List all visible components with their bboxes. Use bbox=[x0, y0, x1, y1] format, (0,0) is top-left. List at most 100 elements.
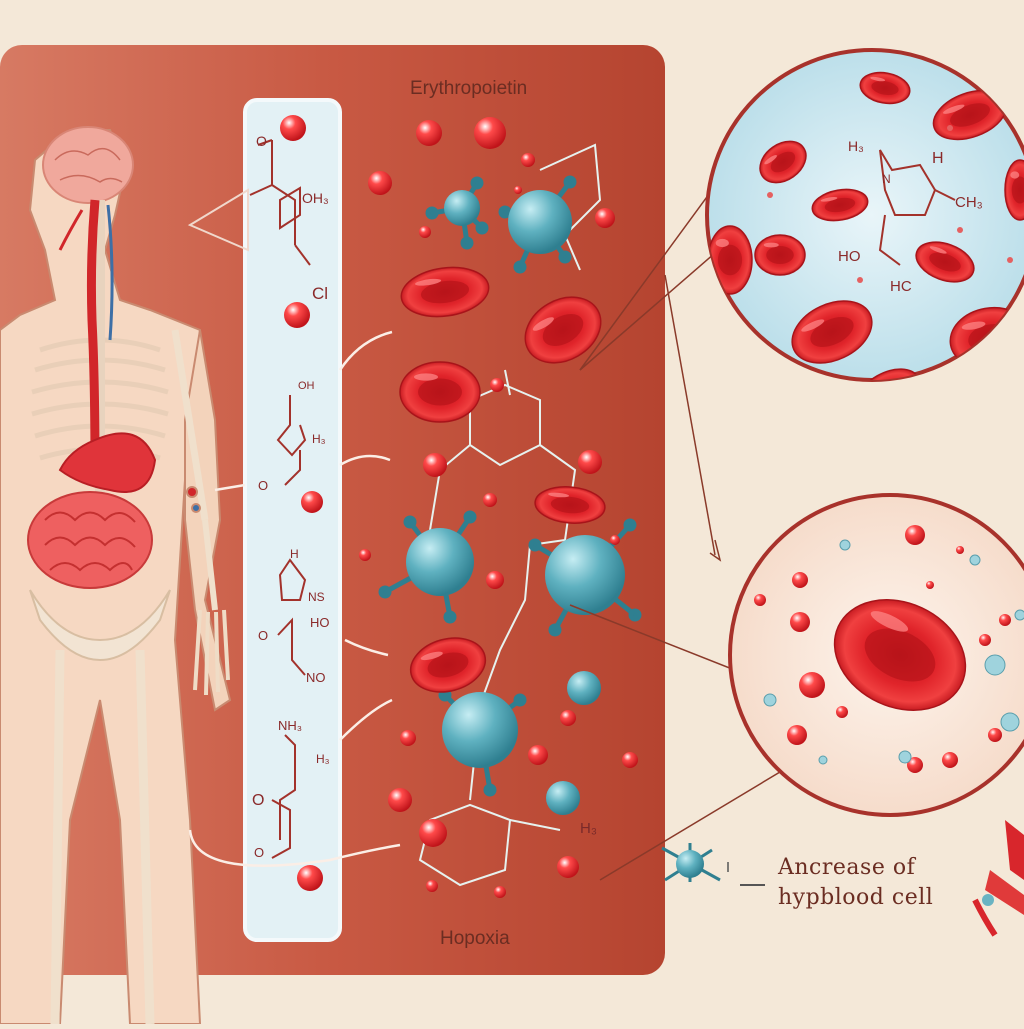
red-blood-cell-highlight bbox=[870, 76, 886, 82]
chem-label: O bbox=[258, 478, 269, 493]
molecule-sphere bbox=[545, 535, 625, 615]
chem-label: OH₃ bbox=[302, 190, 329, 206]
zoom-particle bbox=[792, 572, 808, 588]
zoom-particle bbox=[907, 757, 923, 773]
chem-label: H bbox=[290, 547, 299, 561]
chem-label: O bbox=[256, 133, 267, 149]
bond-tip bbox=[378, 585, 392, 599]
chem-label: HO bbox=[310, 615, 330, 630]
zoom-particle bbox=[979, 634, 991, 646]
red-particle bbox=[622, 752, 638, 768]
red-blood-cell-highlight bbox=[861, 384, 882, 399]
zoom-dot bbox=[1007, 257, 1013, 263]
red-blood-cell-center bbox=[420, 280, 470, 304]
red-blood-cell-highlight bbox=[715, 238, 729, 248]
red-blood-cell-highlight bbox=[415, 278, 442, 286]
chem-label: NH₃ bbox=[278, 718, 303, 733]
red-blood-cell-highlight bbox=[548, 492, 570, 498]
red-blood-cell-highlight bbox=[763, 242, 779, 248]
zoom-particle bbox=[799, 672, 825, 698]
zoom-teal-dot bbox=[763, 693, 777, 707]
zoom-particle bbox=[988, 728, 1002, 742]
zoom-teal-dot bbox=[839, 539, 851, 551]
zoom-particle bbox=[905, 525, 925, 545]
red-blood-cell-highlight bbox=[764, 154, 777, 165]
zoom-dot bbox=[857, 277, 863, 283]
zoom-particle bbox=[926, 581, 934, 589]
red-blood-cell-highlight bbox=[1010, 171, 1020, 179]
bond-tip bbox=[443, 610, 457, 624]
human-body-illustration bbox=[0, 126, 232, 1025]
zoom-chem-label: HC bbox=[890, 278, 912, 295]
red-blood-cell bbox=[707, 225, 753, 295]
chem-label: H₃ bbox=[580, 820, 597, 837]
hypoxia-label: Hopoxia bbox=[440, 928, 510, 949]
red-particle bbox=[560, 710, 576, 726]
zoom-chem-label: CH₃ bbox=[955, 194, 983, 211]
chem-label: Cl bbox=[312, 284, 329, 303]
red-particle bbox=[490, 378, 504, 392]
red-particle bbox=[284, 302, 310, 328]
zoom-teal-dot bbox=[1014, 609, 1024, 621]
red-blood-cell-center bbox=[427, 652, 469, 678]
molecule-sphere bbox=[508, 190, 572, 254]
bond-tip bbox=[470, 176, 484, 190]
red-particle bbox=[483, 493, 497, 507]
zoom-chem-label: H bbox=[932, 150, 944, 167]
zoom-dot bbox=[947, 125, 953, 131]
red-blood-cell-highlight bbox=[820, 197, 838, 202]
zoom-particle bbox=[942, 752, 958, 768]
zoom-dot bbox=[767, 192, 773, 198]
bond-tip bbox=[623, 518, 637, 532]
zoom-teal-dot bbox=[969, 554, 981, 566]
chem-label: OH bbox=[298, 380, 315, 392]
red-blood-cell-center bbox=[717, 244, 743, 276]
red-particle bbox=[514, 186, 522, 194]
red-particle bbox=[419, 226, 431, 238]
red-blood-cell-center bbox=[766, 246, 794, 264]
red-blood-cell bbox=[791, 300, 873, 364]
zoom-dot bbox=[947, 397, 953, 403]
red-blood-cell bbox=[400, 266, 490, 318]
diagram-title: Erythropoietin bbox=[410, 78, 528, 99]
red-blood-cell-highlight bbox=[801, 319, 825, 332]
red-particle bbox=[368, 171, 392, 195]
red-blood-cell bbox=[1004, 159, 1024, 221]
red-particle bbox=[528, 745, 548, 765]
bond-tip bbox=[548, 623, 562, 637]
red-particles bbox=[280, 115, 638, 898]
molecule-sphere bbox=[442, 692, 518, 768]
zoom-particle bbox=[754, 594, 766, 606]
red-particle bbox=[388, 788, 412, 812]
molecule-sphere bbox=[546, 781, 580, 815]
molecule-sphere bbox=[406, 528, 474, 596]
red-blood-cell-center bbox=[810, 316, 854, 348]
molecules bbox=[406, 190, 625, 815]
bond-tip bbox=[498, 205, 512, 219]
bond-tip bbox=[558, 250, 572, 264]
red-blood-cell-center bbox=[871, 80, 899, 96]
red-blood-cell-highlight bbox=[961, 321, 986, 330]
chem-label: O bbox=[258, 628, 269, 643]
red-particle bbox=[400, 730, 416, 746]
small-molecule-icon bbox=[661, 843, 765, 886]
red-blood-cell-center bbox=[824, 197, 856, 213]
bond-tip bbox=[475, 221, 489, 235]
molecule-network bbox=[418, 143, 602, 887]
red-particle bbox=[426, 880, 438, 892]
red-blood-cell bbox=[833, 599, 967, 711]
red-blood-cell bbox=[915, 241, 975, 283]
bond-tip bbox=[483, 783, 497, 797]
zoom-particle bbox=[836, 706, 848, 718]
zoom-circle-bottom bbox=[728, 493, 1024, 817]
zoom-particle bbox=[787, 725, 807, 745]
zoom-teal-dot bbox=[818, 755, 828, 765]
red-blood-cell-center bbox=[770, 151, 796, 173]
red-particle bbox=[474, 117, 506, 149]
red-blood-cell-center bbox=[866, 377, 909, 413]
red-particle bbox=[301, 491, 323, 513]
zoom-particle bbox=[790, 612, 810, 632]
bond-tip bbox=[513, 260, 527, 274]
zoom-circle-top bbox=[705, 48, 1024, 413]
